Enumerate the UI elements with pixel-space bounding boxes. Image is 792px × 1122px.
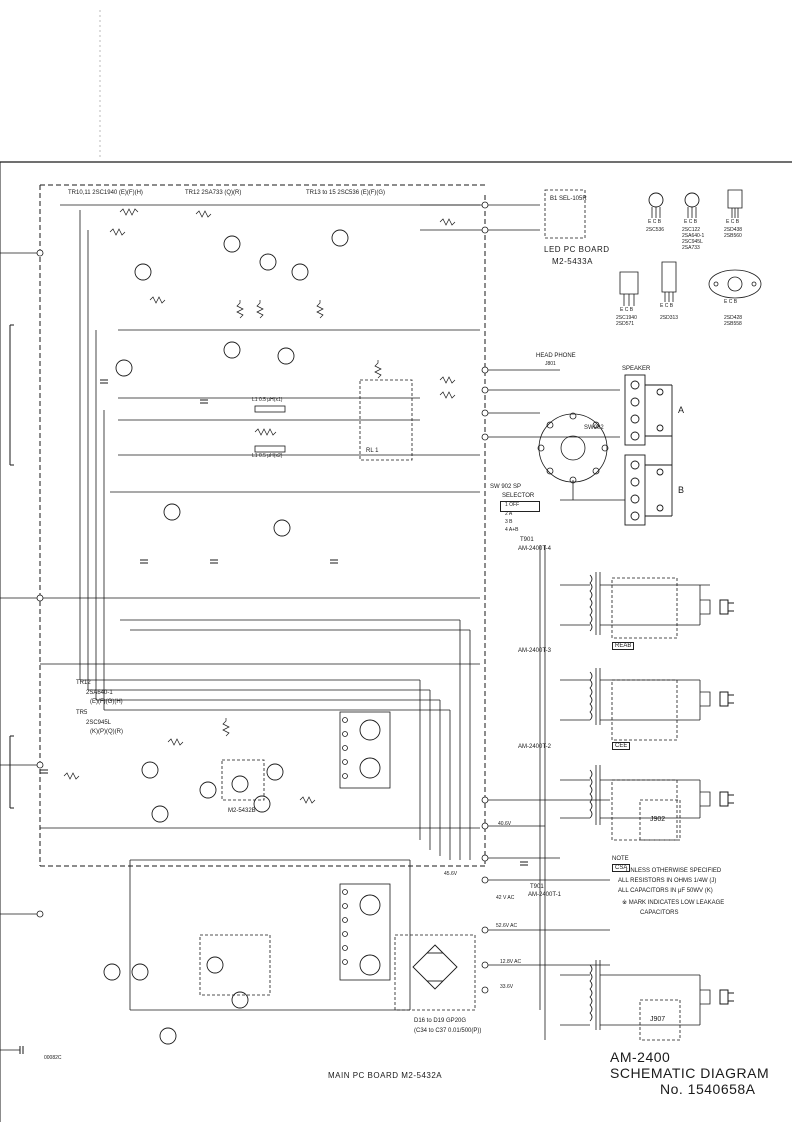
relay-label: RL 1 (366, 448, 379, 454)
title-number: No. 1540658A (660, 1081, 756, 1097)
speaker-label: SPEAKER (622, 366, 651, 372)
transformer-3: AM-2400T-3 (518, 648, 552, 654)
diode-line-1: D16 to D19 GP20G (414, 1018, 467, 1024)
pinout-1-pins: E C B (648, 219, 662, 225)
pinout-3-name-2: 2SB560 (724, 233, 742, 239)
jack-j902: J902 (650, 816, 666, 823)
note-line-5: ※ MARK INDICATES LOW LEAKAGE (622, 900, 725, 906)
sub-board: M2-5432B (228, 808, 256, 814)
pinout-3-pins: E C B (726, 219, 740, 225)
jack-j907: J907 (650, 1016, 666, 1023)
voltage-1: 40.6V (498, 821, 512, 827)
region-csa: CSA (612, 864, 631, 872)
region-cee: CEE (612, 742, 631, 750)
diode-line-2: (C34 to C37 0.01/500(P)) (414, 1028, 482, 1034)
pinout-4-name-2: 2SD571 (616, 321, 635, 327)
selector-row-2: 2 A (505, 511, 513, 517)
selector-subtitle: SELECTOR (502, 493, 535, 499)
note-line-1: UNLESS OTHERWISE SPECIFIED (626, 868, 722, 874)
selector-row-3: 3 B (505, 519, 513, 525)
transformer-4: AM-2400T-4 (518, 546, 552, 552)
speaker-switch: SW902 (584, 425, 604, 431)
note-title: NOTE (612, 856, 629, 862)
voltage-5: 12.8V AC (500, 959, 522, 965)
selector-table (500, 501, 540, 512)
voltage-6: 33.6V (500, 984, 514, 990)
header-tr10-11: TR10,11 2SC1940 (E)(F)(H) (68, 190, 143, 196)
pinout-2-name-1: 2SC122 (682, 227, 701, 233)
main-board-label: MAIN PC BOARD M2-5432A (328, 1071, 443, 1080)
t901-label: T901 (520, 537, 534, 543)
pinout-4-pins: E C B (620, 307, 634, 313)
bl-tr5-type: 2SC945L (86, 720, 112, 726)
led-board-number: M2-5433A (552, 257, 593, 266)
transformer-2: AM-2400T-2 (518, 744, 552, 750)
title-model: AM-2400 (610, 1049, 671, 1065)
pinout-2-name-4: 2SA733 (682, 245, 700, 251)
note-line-6: CAPACITORS (640, 910, 679, 916)
note-line-3: ALL CAPACITORS IN μF 50WV (K) (618, 888, 713, 894)
speaker-a: A (678, 405, 685, 415)
bl-tr5: TR5 (76, 710, 88, 716)
selector-row-1: 1 OFF (505, 502, 520, 508)
speaker-b: B (678, 485, 685, 495)
region-reab: REAB (612, 642, 635, 650)
headphone-jack: J801 (545, 361, 556, 367)
pinout-2-name-3: 2SC945L (682, 239, 703, 245)
pinout-4-name-1: 2SC1940 (616, 315, 637, 321)
pinout-6-pins: E C B (724, 299, 738, 305)
led-board-title: LED PC BOARD (544, 245, 610, 254)
pinout-1-name-1: 2SC536 (646, 227, 665, 233)
bl-tr12: TR12 (76, 680, 91, 686)
title-text: SCHEMATIC DIAGRAM (610, 1065, 770, 1081)
pinout-5-name-1: 2SD313 (660, 315, 679, 321)
led-part: B1 SEL-105R (550, 196, 587, 202)
pinout-6-name-2: 2SB558 (724, 321, 742, 327)
voltage-2: 45.6V (444, 871, 458, 877)
bl-tr5-rank: (K)(P)(Q)(R) (90, 729, 123, 735)
pinout-2-pins: E C B (684, 219, 698, 225)
pinout-3-name-1: 2SD438 (724, 227, 743, 233)
note-line-2: ALL RESISTORS IN OHMS 1/4W (J) (618, 878, 717, 884)
voltage-3: 42 V AC (496, 895, 515, 901)
coil-2: L1 0.5 μH(x2) (252, 453, 283, 459)
pinout-2-name-2: 2SA640-1 (682, 233, 705, 239)
bl-tr12-type: 2SA640-1 (86, 690, 113, 696)
selector-title: SW 902 SP (490, 484, 522, 490)
pinout-6-name-1: 2SD428 (724, 315, 743, 321)
header-tr13-15: TR13 to 15 2SC536 (E)(F)(G) (306, 190, 386, 196)
selector-row-4: 4 A+B (505, 527, 519, 533)
transformer-1-t901: T901 (530, 884, 544, 890)
bl-tr12-rank: (E)(F)(G)(H) (90, 699, 123, 705)
voltage-4: 52.6V AC (496, 923, 518, 929)
transformer-1: AM-2400T-1 (528, 892, 562, 898)
header-tr12: TR12 2SA733 (Q)(R) (185, 190, 242, 196)
headphone-label: HEAD PHONE (536, 353, 576, 359)
coil-1: L1 0.5 μH(x1) (252, 397, 283, 403)
footer-code: 00082C (44, 1055, 62, 1061)
pinout-5-pins: E C B (660, 303, 674, 309)
